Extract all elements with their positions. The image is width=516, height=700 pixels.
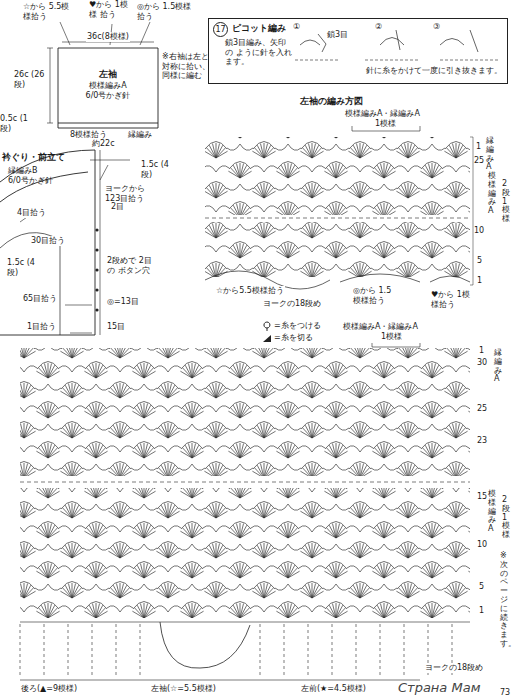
- chart-label: 2段めで 2目の ボタン穴: [106, 256, 154, 275]
- chart-label: 8模様拾う: [70, 130, 107, 140]
- chart-label: 15目: [106, 322, 126, 332]
- chart-label: 4目拾う: [16, 208, 47, 218]
- chart-label: 後ろ(▲=9模様): [20, 684, 78, 694]
- chart-label: 針に糸をかけて一度に引き抜きます。: [365, 66, 503, 76]
- chart-label: 6/0号かぎ針: [8, 176, 53, 186]
- chart-label: 5: [477, 256, 482, 266]
- legend-symbol: [262, 333, 272, 343]
- chart-label: 左袖(☆=5.5模様): [150, 684, 217, 694]
- chart-label: 1: [477, 276, 482, 286]
- chart-label: ①: [292, 22, 301, 32]
- chart-label: 鎖3目: [326, 30, 349, 40]
- chart-label: 0.5c (1段): [0, 114, 28, 133]
- chart-label: 10: [474, 226, 484, 236]
- chart-label: 2段 1模様: [502, 180, 510, 224]
- chart-label: 1: [479, 606, 484, 616]
- chart-label: 模様編みA: [488, 172, 496, 216]
- chart-label: ☆から 5.5模様拾う: [22, 2, 76, 21]
- legend-symbol: [262, 321, 272, 331]
- chart-label: ◎=13目: [106, 297, 140, 307]
- chart-label: ◎から 1.5模様拾う: [352, 286, 394, 305]
- node-title: 17: [213, 22, 228, 37]
- chart-label: ヨークから 123目拾う: [104, 184, 154, 203]
- chart-label: 65目拾う: [22, 294, 58, 304]
- chart-label: 模様編みA: [488, 490, 496, 534]
- node-text: ピコット編み: [232, 22, 286, 35]
- chart-label: 36c(8模様): [86, 32, 130, 42]
- chart-label: ※右袖は左と 対称に拾い、 同様に編む: [162, 52, 210, 81]
- chart-label: 1模様: [374, 119, 397, 129]
- section-title: 衿ぐり・前立て: [2, 152, 65, 163]
- chart-label: 2目: [110, 202, 125, 212]
- chart-label: 30: [477, 358, 487, 368]
- chart-label: 模様編みA・縁編みA: [342, 322, 419, 332]
- chart-label: ②: [374, 22, 383, 32]
- section-title: 左袖の編み方図: [300, 96, 363, 107]
- legend-row: =糸をつける: [262, 320, 321, 331]
- sleeve-schematic: 左袖模様編みA6/0号かぎ針: [58, 48, 158, 123]
- chart-label: 鎖3目編み、矢印の ように針を入れます。: [224, 38, 294, 67]
- chart-label: 73: [500, 688, 510, 698]
- chart-label: ③: [432, 22, 441, 32]
- chart-label: ♥から 1模様 拾う: [88, 0, 134, 19]
- node-text: 模様編みA: [89, 81, 126, 91]
- legend-text: =糸を切る: [274, 332, 313, 343]
- watermark: Страна Мам: [398, 680, 480, 696]
- chart-label: ヨークの18段め: [424, 663, 484, 673]
- legend-row: =糸を切る: [262, 332, 313, 343]
- chart-label: 30目拾う: [30, 236, 66, 246]
- chart-label: ◎から 1.5模様拾う: [136, 2, 194, 21]
- chart-label: 5: [479, 582, 484, 592]
- chart-label: ☆から5.5模様拾う: [215, 286, 285, 296]
- chart-label: 約22c: [92, 139, 115, 149]
- legend-text: =糸をつける: [274, 320, 321, 331]
- chart-label: 23: [477, 436, 487, 446]
- chart-label: 縁編みA: [494, 349, 502, 384]
- chart-label: ※次のページに続きます。: [500, 552, 508, 649]
- chart-label: 2段 1模様: [502, 496, 510, 540]
- chart-label: 1: [479, 346, 484, 356]
- chart-label: 10: [477, 540, 487, 550]
- node-title: 左袖: [99, 69, 117, 81]
- chart-label: 15: [477, 492, 487, 502]
- chart-label: 1: [476, 142, 481, 152]
- node-text: 6/0号かぎ針: [86, 91, 131, 101]
- chart-label: 25: [477, 404, 487, 414]
- chart-label: 1.5c (4段): [140, 160, 176, 179]
- chart-label: 縁編みA: [486, 137, 494, 172]
- chart-label: ♥から 1模様拾う: [430, 290, 478, 309]
- chart-label: ヨークの18段め: [262, 299, 322, 309]
- chart-label: 縁編みB: [8, 166, 38, 176]
- chart-label: 模様編みA・縁編みA: [344, 109, 421, 119]
- chart-label: 1目拾う: [26, 322, 57, 332]
- chart-label: 26c (26段): [14, 70, 46, 89]
- chart-label: 25: [474, 156, 484, 166]
- chart-label: 左前(★=4.5模様): [300, 684, 367, 694]
- chart-label: 1模様: [380, 332, 403, 342]
- chart-label: 1.5c (4段): [6, 258, 38, 277]
- chart-label: 縁編み: [128, 130, 152, 140]
